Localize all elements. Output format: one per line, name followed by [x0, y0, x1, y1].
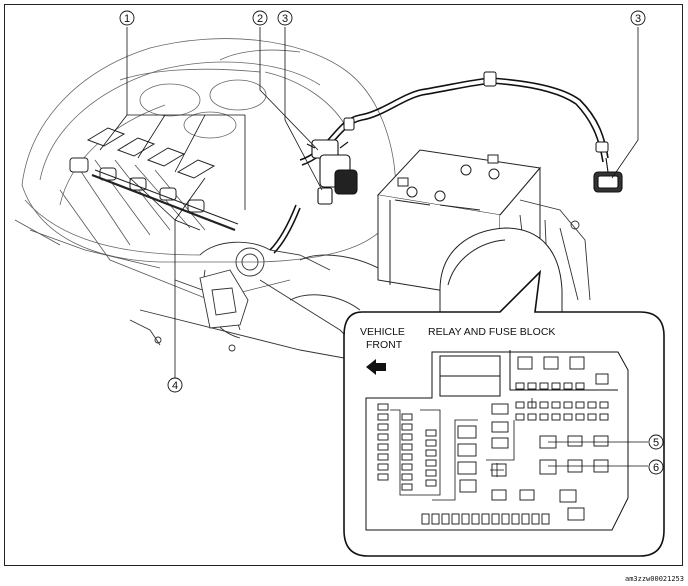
- air-intake: [129, 241, 391, 361]
- diagram-frame: [4, 4, 683, 566]
- svg-text:1: 1: [124, 13, 130, 25]
- callout-2: 2: [252, 10, 268, 26]
- fuse-block-title: RELAY AND FUSE BLOCK: [428, 326, 555, 338]
- image-id-label: am3zzw00021253: [624, 575, 684, 583]
- svg-text:3: 3: [282, 13, 288, 25]
- svg-text:2: 2: [257, 13, 263, 25]
- svg-text:5: 5: [653, 437, 659, 449]
- callout-leaders: [99, 27, 639, 378]
- callout-3-left: 3: [277, 10, 293, 26]
- callout-5: 5: [648, 434, 664, 450]
- svg-text:4: 4: [172, 380, 178, 392]
- fuse-block-body: [365, 350, 629, 531]
- battery: [376, 149, 541, 301]
- front-duct: [199, 269, 249, 329]
- connector-cluster: [306, 139, 358, 205]
- callout-leaders-inset: [548, 441, 648, 467]
- callout-1: 1: [119, 10, 135, 26]
- right-connector: [593, 157, 623, 193]
- fuse-block-bus: [390, 398, 533, 501]
- callout-6: 6: [648, 459, 664, 475]
- left-arrow-icon: [366, 359, 386, 375]
- ignition-coils: [69, 127, 239, 232]
- vehicle-front-label-1: VEHICLE: [360, 326, 405, 338]
- svg-text:6: 6: [653, 462, 659, 474]
- callout-3-right: 3: [630, 10, 646, 26]
- callout-4: 4: [167, 377, 183, 393]
- callout-markers: 1 2 3 3 4: [119, 10, 646, 393]
- vehicle-front-label-2: FRONT: [366, 339, 403, 351]
- engine-cover: [21, 38, 397, 263]
- svg-text:3: 3: [635, 13, 641, 25]
- harness-clips: [343, 71, 609, 153]
- intake-manifold: [14, 159, 291, 301]
- fuse-block-relays: [377, 356, 609, 525]
